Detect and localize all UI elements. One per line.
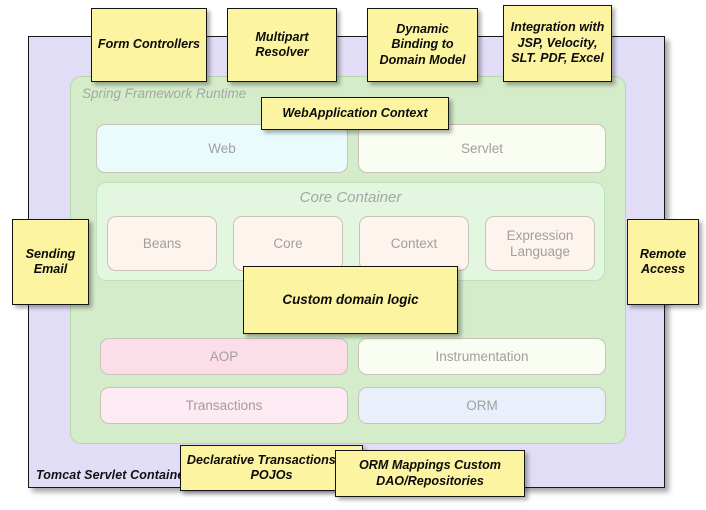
module-web[interactable]: Web <box>96 124 348 173</box>
spring-framework-runtime-label: Spring Framework Runtime <box>82 86 247 101</box>
callout-webapplication-context[interactable]: WebApplication Context <box>261 97 449 130</box>
module-expression-language[interactable]: Expression Language <box>485 216 595 271</box>
callout-form-controllers-label: Form Controllers <box>97 37 201 52</box>
module-orm[interactable]: ORM <box>358 387 606 424</box>
callout-multipart-resolver[interactable]: Multipart Resolver <box>227 8 337 82</box>
module-servlet-label: Servlet <box>460 140 504 156</box>
module-aop[interactable]: AOP <box>100 338 348 375</box>
module-transactions-label: Transactions <box>185 397 263 413</box>
tomcat-servlet-container-label: Tomcat Servlet Container <box>36 468 190 482</box>
callout-webapplication-context-label: WebApplication Context <box>282 105 428 120</box>
callout-sending-email[interactable]: Sending Email <box>12 219 89 305</box>
callout-dynamic-binding[interactable]: Dynamic Binding to Domain Model <box>367 8 478 82</box>
module-core-label: Core <box>273 235 303 251</box>
core-container-label: Core Container <box>299 189 402 206</box>
module-core[interactable]: Core <box>233 216 343 271</box>
callout-declarative-transactions[interactable]: Declarative Transactions for POJOs <box>180 445 363 491</box>
module-context[interactable]: Context <box>359 216 469 271</box>
module-transactions[interactable]: Transactions <box>100 387 348 424</box>
callout-sending-email-label: Sending Email <box>25 246 76 276</box>
module-web-label: Web <box>208 140 236 156</box>
callout-declarative-transactions-label: Declarative Transactions for POJOs <box>186 452 357 482</box>
callout-orm-mappings[interactable]: ORM Mappings Custom DAO/Repositories <box>335 450 525 497</box>
callout-integration-label: Integration with JSP, Velocity, SLT. PDF… <box>510 20 605 66</box>
module-servlet[interactable]: Servlet <box>358 124 606 173</box>
module-expression-language-label: Expression Language <box>506 227 574 259</box>
module-instrumentation[interactable]: Instrumentation <box>358 338 606 375</box>
callout-custom-domain-logic[interactable]: Custom domain logic <box>243 266 458 334</box>
module-beans-label: Beans <box>142 235 182 251</box>
callout-remote-access[interactable]: Remote Access <box>627 219 699 305</box>
module-instrumentation-label: Instrumentation <box>435 348 529 364</box>
callout-form-controllers[interactable]: Form Controllers <box>91 8 207 82</box>
module-context-label: Context <box>390 235 438 251</box>
callout-orm-mappings-label: ORM Mappings Custom DAO/Repositories <box>358 458 502 488</box>
callout-multipart-resolver-label: Multipart Resolver <box>255 29 309 59</box>
callout-custom-domain-logic-label: Custom domain logic <box>282 291 419 307</box>
callout-integration[interactable]: Integration with JSP, Velocity, SLT. PDF… <box>503 5 612 82</box>
module-aop-label: AOP <box>209 348 239 364</box>
module-beans[interactable]: Beans <box>107 216 217 271</box>
callout-remote-access-label: Remote Access <box>639 246 687 276</box>
callout-dynamic-binding-label: Dynamic Binding to Domain Model <box>379 21 466 67</box>
module-orm-label: ORM <box>466 397 498 413</box>
